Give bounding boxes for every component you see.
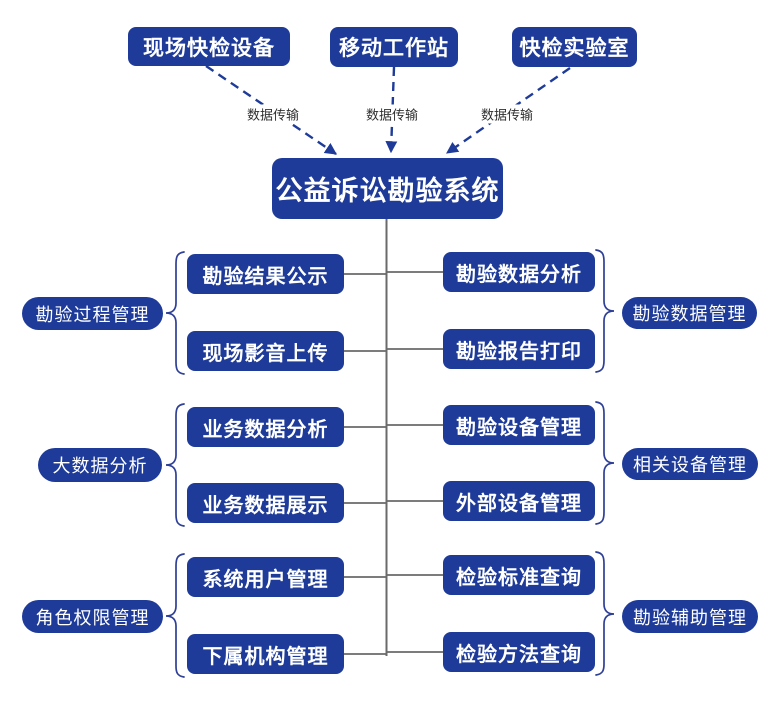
source-box-lab: 快检实验室	[512, 27, 637, 67]
right-brace-section-3	[595, 551, 615, 676]
group-pill-role-permission-mgmt: 角色权限管理	[22, 600, 163, 633]
arrow-lab-to-system	[446, 67, 571, 154]
branch-connectors	[344, 271, 443, 655]
node-survey-data-analysis: 勘验数据分析	[443, 252, 595, 292]
node-external-equipment-mgmt: 外部设备管理	[443, 481, 595, 521]
right-brace-section-1	[595, 249, 615, 373]
group-pill-survey-assist-mgmt: 勘验辅助管理	[622, 600, 758, 633]
left-brace-section-2	[165, 403, 185, 527]
group-pill-survey-process-mgmt: 勘验过程管理	[22, 297, 163, 330]
central-system-box: 公益诉讼勘验系统	[272, 158, 503, 219]
node-inspection-standard-query: 检验标准查询	[443, 555, 595, 595]
group-pill-related-equipment-mgmt: 相关设备管理	[622, 448, 758, 480]
group-pill-big-data-analysis: 大数据分析	[38, 448, 162, 482]
source-box-mobile-station: 移动工作站	[330, 27, 458, 67]
node-business-data-display: 业务数据展示	[187, 483, 344, 523]
node-survey-result-publicity: 勘验结果公示	[187, 254, 344, 294]
source-box-field-device: 现场快检设备	[128, 27, 290, 66]
arrow-label-mobile-station: 数据传输	[363, 104, 421, 124]
node-survey-equipment-mgmt: 勘验设备管理	[443, 405, 595, 445]
arrow-label-field-device: 数据传输	[244, 104, 302, 124]
node-subordinate-org-mgmt: 下属机构管理	[187, 634, 344, 674]
group-pill-survey-data-mgmt: 勘验数据管理	[622, 297, 757, 329]
right-brace-section-2	[595, 401, 615, 525]
left-brace-section-1	[165, 251, 185, 375]
node-inspection-method-query: 检验方法查询	[443, 632, 595, 672]
node-survey-report-print: 勘验报告打印	[443, 329, 595, 369]
left-brace-section-3	[165, 553, 185, 678]
node-system-user-mgmt: 系统用户管理	[187, 557, 344, 597]
node-business-data-analysis: 业务数据分析	[187, 407, 344, 447]
node-site-av-upload: 现场影音上传	[187, 331, 344, 371]
arrow-label-lab: 数据传输	[478, 104, 536, 124]
